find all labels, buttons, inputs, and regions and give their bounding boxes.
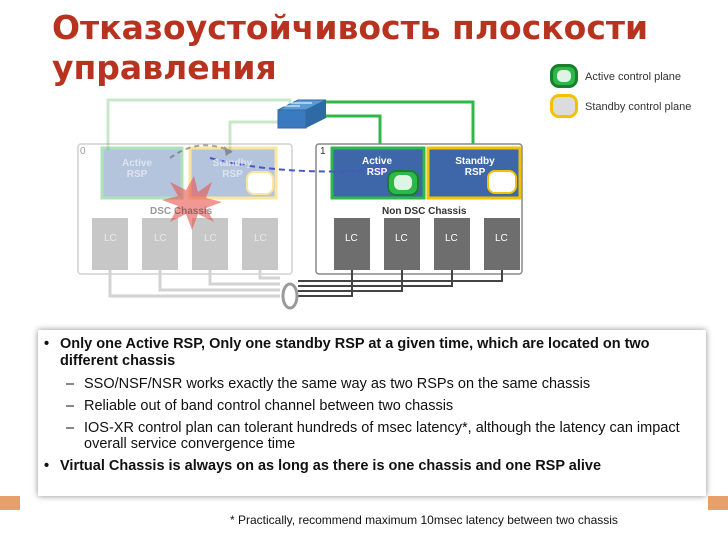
chassis-1-active-rsp-label: Active RSP bbox=[361, 156, 392, 178]
chassis-1-standby-rsp-label: Standby RSP bbox=[455, 156, 495, 178]
chassis-0-active-rsp bbox=[100, 146, 184, 200]
link-right-green bbox=[318, 100, 475, 150]
chassis-1-lc-3: LC bbox=[445, 233, 458, 244]
failure-explosion-icon bbox=[162, 176, 222, 230]
bullet-2: Virtual Chassis is always on as long as … bbox=[44, 458, 696, 475]
footer-accent-left bbox=[0, 496, 20, 510]
switch-icon bbox=[277, 99, 327, 129]
standby-legend-swatch bbox=[550, 94, 578, 118]
chassis-0-active-rsp-label: Active RSP bbox=[121, 158, 152, 180]
title-line-1: Отказоустойчивость плоскости bbox=[52, 8, 649, 47]
fabric-links bbox=[108, 270, 503, 310]
chassis-1 bbox=[315, 143, 523, 275]
chassis-0 bbox=[77, 143, 293, 275]
bullet-list: Only one Active RSP, Only one standby RS… bbox=[38, 330, 706, 496]
legend-active-label: Active control plane bbox=[585, 71, 681, 83]
chassis-0-number: 0 bbox=[80, 146, 86, 157]
chassis-1-lc-4: LC bbox=[495, 233, 508, 244]
chassis-0-lc-2: LC bbox=[154, 233, 167, 244]
failover-arrow bbox=[169, 144, 233, 159]
footnote: * Practically, recommend maximum 10msec … bbox=[230, 513, 618, 527]
bullet-1: Only one Active RSP, Only one standby RS… bbox=[44, 336, 696, 370]
chassis-1-number: 1 bbox=[320, 146, 326, 157]
chassis-0-label: DSC Chassis bbox=[150, 206, 213, 217]
chassis-0-standby-rsp-label: Standby RSP bbox=[212, 158, 253, 180]
chassis-0-lc-1: LC bbox=[104, 233, 117, 244]
chassis-0-lc-4: LC bbox=[254, 233, 267, 244]
control-channel-arrow bbox=[209, 157, 386, 175]
chassis-diagram bbox=[77, 98, 523, 310]
chassis-0-lc-3: LC bbox=[204, 233, 217, 244]
slide-title: Отказоустойчивость плоскости управления bbox=[52, 8, 649, 88]
title-line-2: управления bbox=[52, 48, 277, 87]
link-left-faded bbox=[106, 98, 292, 150]
bullet-1-1: SSO/NSF/NSR works exactly the same way a… bbox=[66, 376, 696, 392]
legend-standby-label: Standby control plane bbox=[585, 101, 692, 113]
standby-indicator-icon bbox=[487, 170, 517, 194]
footer-accent-right bbox=[708, 496, 728, 510]
chassis-1-label: Non DSC Chassis bbox=[382, 206, 467, 217]
bullet-1-2: Reliable out of band control channel bet… bbox=[66, 398, 696, 414]
link-active-green bbox=[325, 114, 382, 150]
chassis-1-lc-1: LC bbox=[345, 233, 358, 244]
bullet-1-3: IOS-XR control plan can tolerant hundred… bbox=[66, 420, 696, 452]
chassis-1-lc-2: LC bbox=[395, 233, 408, 244]
active-legend-swatch bbox=[550, 64, 578, 88]
link-left-faded-2 bbox=[228, 120, 296, 150]
